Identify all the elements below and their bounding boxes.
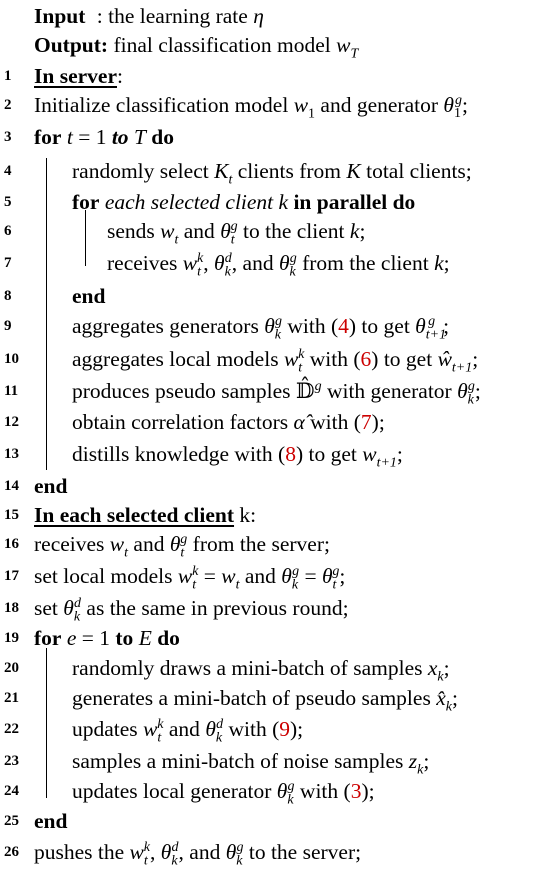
parallel-block-bar	[85, 210, 87, 266]
input-label: Input	[34, 4, 86, 28]
output-label: Output:	[34, 33, 109, 57]
for-e-block-bar	[46, 648, 48, 798]
for-t-block-bar	[46, 158, 48, 470]
